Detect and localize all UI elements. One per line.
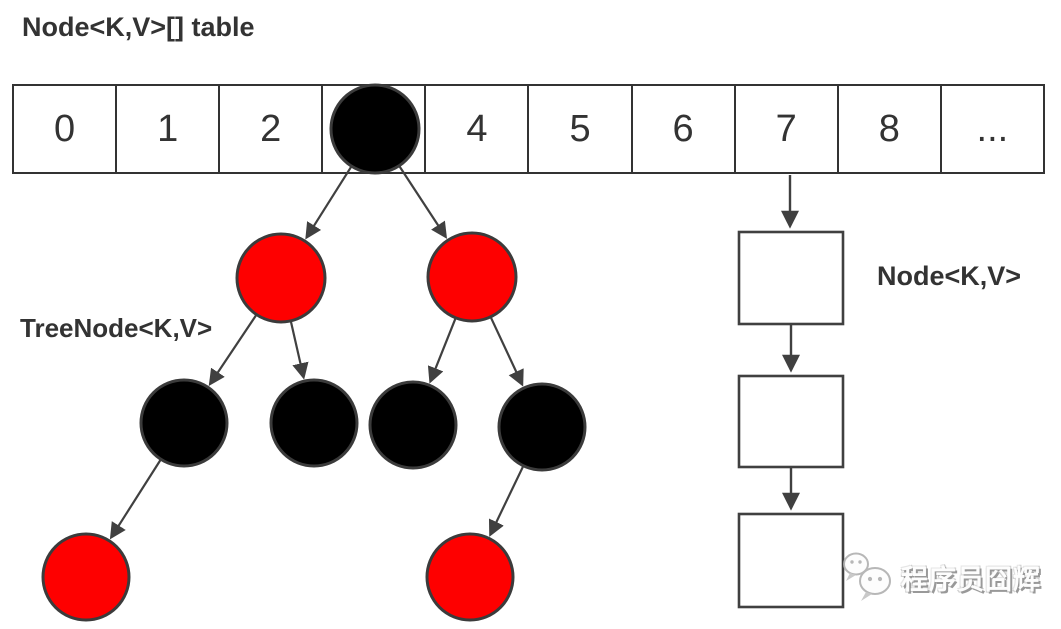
watermark: 程序员囧辉 (840, 550, 1041, 604)
tree-node-red (425, 532, 515, 622)
wechat-icon (843, 552, 891, 601)
array-cell-2: 2 (220, 86, 324, 172)
tree-node-black (139, 378, 229, 468)
tree-edge-arrow (490, 317, 524, 387)
array-cell-4: 4 (426, 86, 530, 172)
array-cell-7: 7 (736, 86, 839, 172)
tree-node-black (269, 378, 359, 468)
tree-edge-arrow (109, 459, 162, 540)
array-cell-6: 6 (633, 86, 736, 172)
tree-edge-arrow (427, 318, 457, 384)
node-label: Node<K,V> (877, 261, 1022, 291)
array-cell-1: 1 (117, 86, 221, 172)
tree-node-red (235, 232, 327, 324)
array-cell-9: ... (976, 107, 1009, 150)
tree-node-black (368, 380, 458, 470)
tree-edge-arrow (289, 321, 309, 380)
array-cell-8: 8 (839, 86, 942, 172)
list-node-box-0 (737, 230, 845, 326)
treenode-label: TreeNode<K,V> (20, 313, 213, 343)
page-title: Node<K,V>[] table (22, 12, 255, 42)
array-cell-5: 5 (529, 86, 633, 172)
list-node-box-1 (737, 374, 845, 469)
tree-edge-arrow (488, 466, 524, 537)
tree-edge-arrow (208, 314, 257, 386)
array-cell-3 (323, 86, 427, 172)
tree-node-red (426, 231, 518, 323)
tree-node-red (41, 532, 131, 622)
tree-edge-arrow (398, 166, 448, 239)
tree-edge-arrow (305, 166, 352, 240)
watermark-text: 程序员囧辉 (901, 564, 1041, 595)
list-node-box-2 (737, 512, 845, 609)
array-cell-0: 0 (14, 86, 118, 172)
tree-node-black (497, 382, 587, 472)
